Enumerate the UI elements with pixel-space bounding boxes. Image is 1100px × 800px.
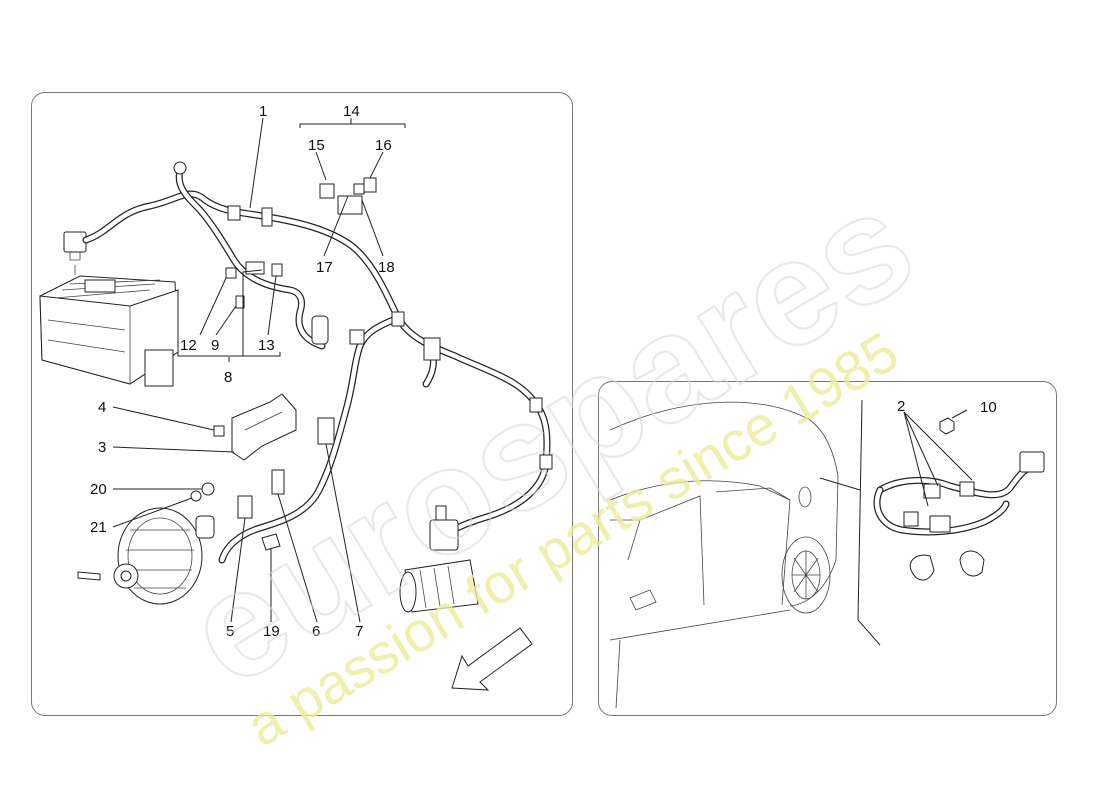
detail-pointer-line (819, 477, 861, 491)
callout-8: 8 (224, 369, 232, 386)
leader-lines (112, 117, 406, 623)
alternator[interactable] (77, 507, 215, 605)
ground-terminal-7[interactable] (317, 417, 335, 445)
callout-10: 10 (980, 399, 997, 416)
fuse-box[interactable] (39, 265, 179, 387)
callout-4: 4 (98, 399, 106, 416)
harness-connector-left[interactable] (63, 231, 87, 261)
callout-7: 7 (355, 623, 363, 640)
clip-5[interactable] (237, 495, 253, 519)
heat-shield-bracket[interactable] (231, 393, 297, 461)
callout-18: 18 (378, 259, 395, 276)
nut-10[interactable] (939, 417, 955, 435)
vehicle-detail-panel (598, 381, 1057, 716)
callout-12: 12 (180, 337, 197, 354)
main-wiring-harness[interactable] (82, 161, 553, 564)
callout-13: 13 (258, 337, 275, 354)
bolt-4[interactable] (213, 425, 225, 437)
clip-6[interactable] (271, 469, 285, 495)
leader-line-10 (951, 409, 968, 419)
callout-9: 9 (211, 337, 219, 354)
clip-19[interactable] (261, 533, 281, 551)
callout-15: 15 (308, 137, 325, 154)
callout-5: 5 (226, 623, 234, 640)
callout-21: 21 (90, 519, 107, 536)
car-outline (609, 401, 839, 709)
leader-lines-detail-2 (903, 411, 973, 507)
starter-motor[interactable] (399, 505, 479, 613)
detail-divider (857, 399, 881, 646)
main-parts-panel (31, 92, 573, 716)
callout-16: 16 (375, 137, 392, 154)
callout-1: 1 (259, 103, 267, 120)
callout-20: 20 (90, 481, 107, 498)
washer-21[interactable] (190, 490, 202, 502)
nut-20[interactable] (201, 482, 215, 496)
callout-17: 17 (316, 259, 333, 276)
callout-3: 3 (98, 439, 106, 456)
battery-cable-assembly[interactable] (873, 451, 1045, 581)
bracket-8-parts[interactable] (225, 261, 283, 309)
callout-6: 6 (312, 623, 320, 640)
arrow-down-left-icon (451, 627, 533, 691)
callout-2: 2 (897, 398, 905, 415)
bracket-14-parts[interactable] (319, 177, 377, 215)
callout-19: 19 (263, 623, 280, 640)
callout-14: 14 (343, 103, 360, 120)
